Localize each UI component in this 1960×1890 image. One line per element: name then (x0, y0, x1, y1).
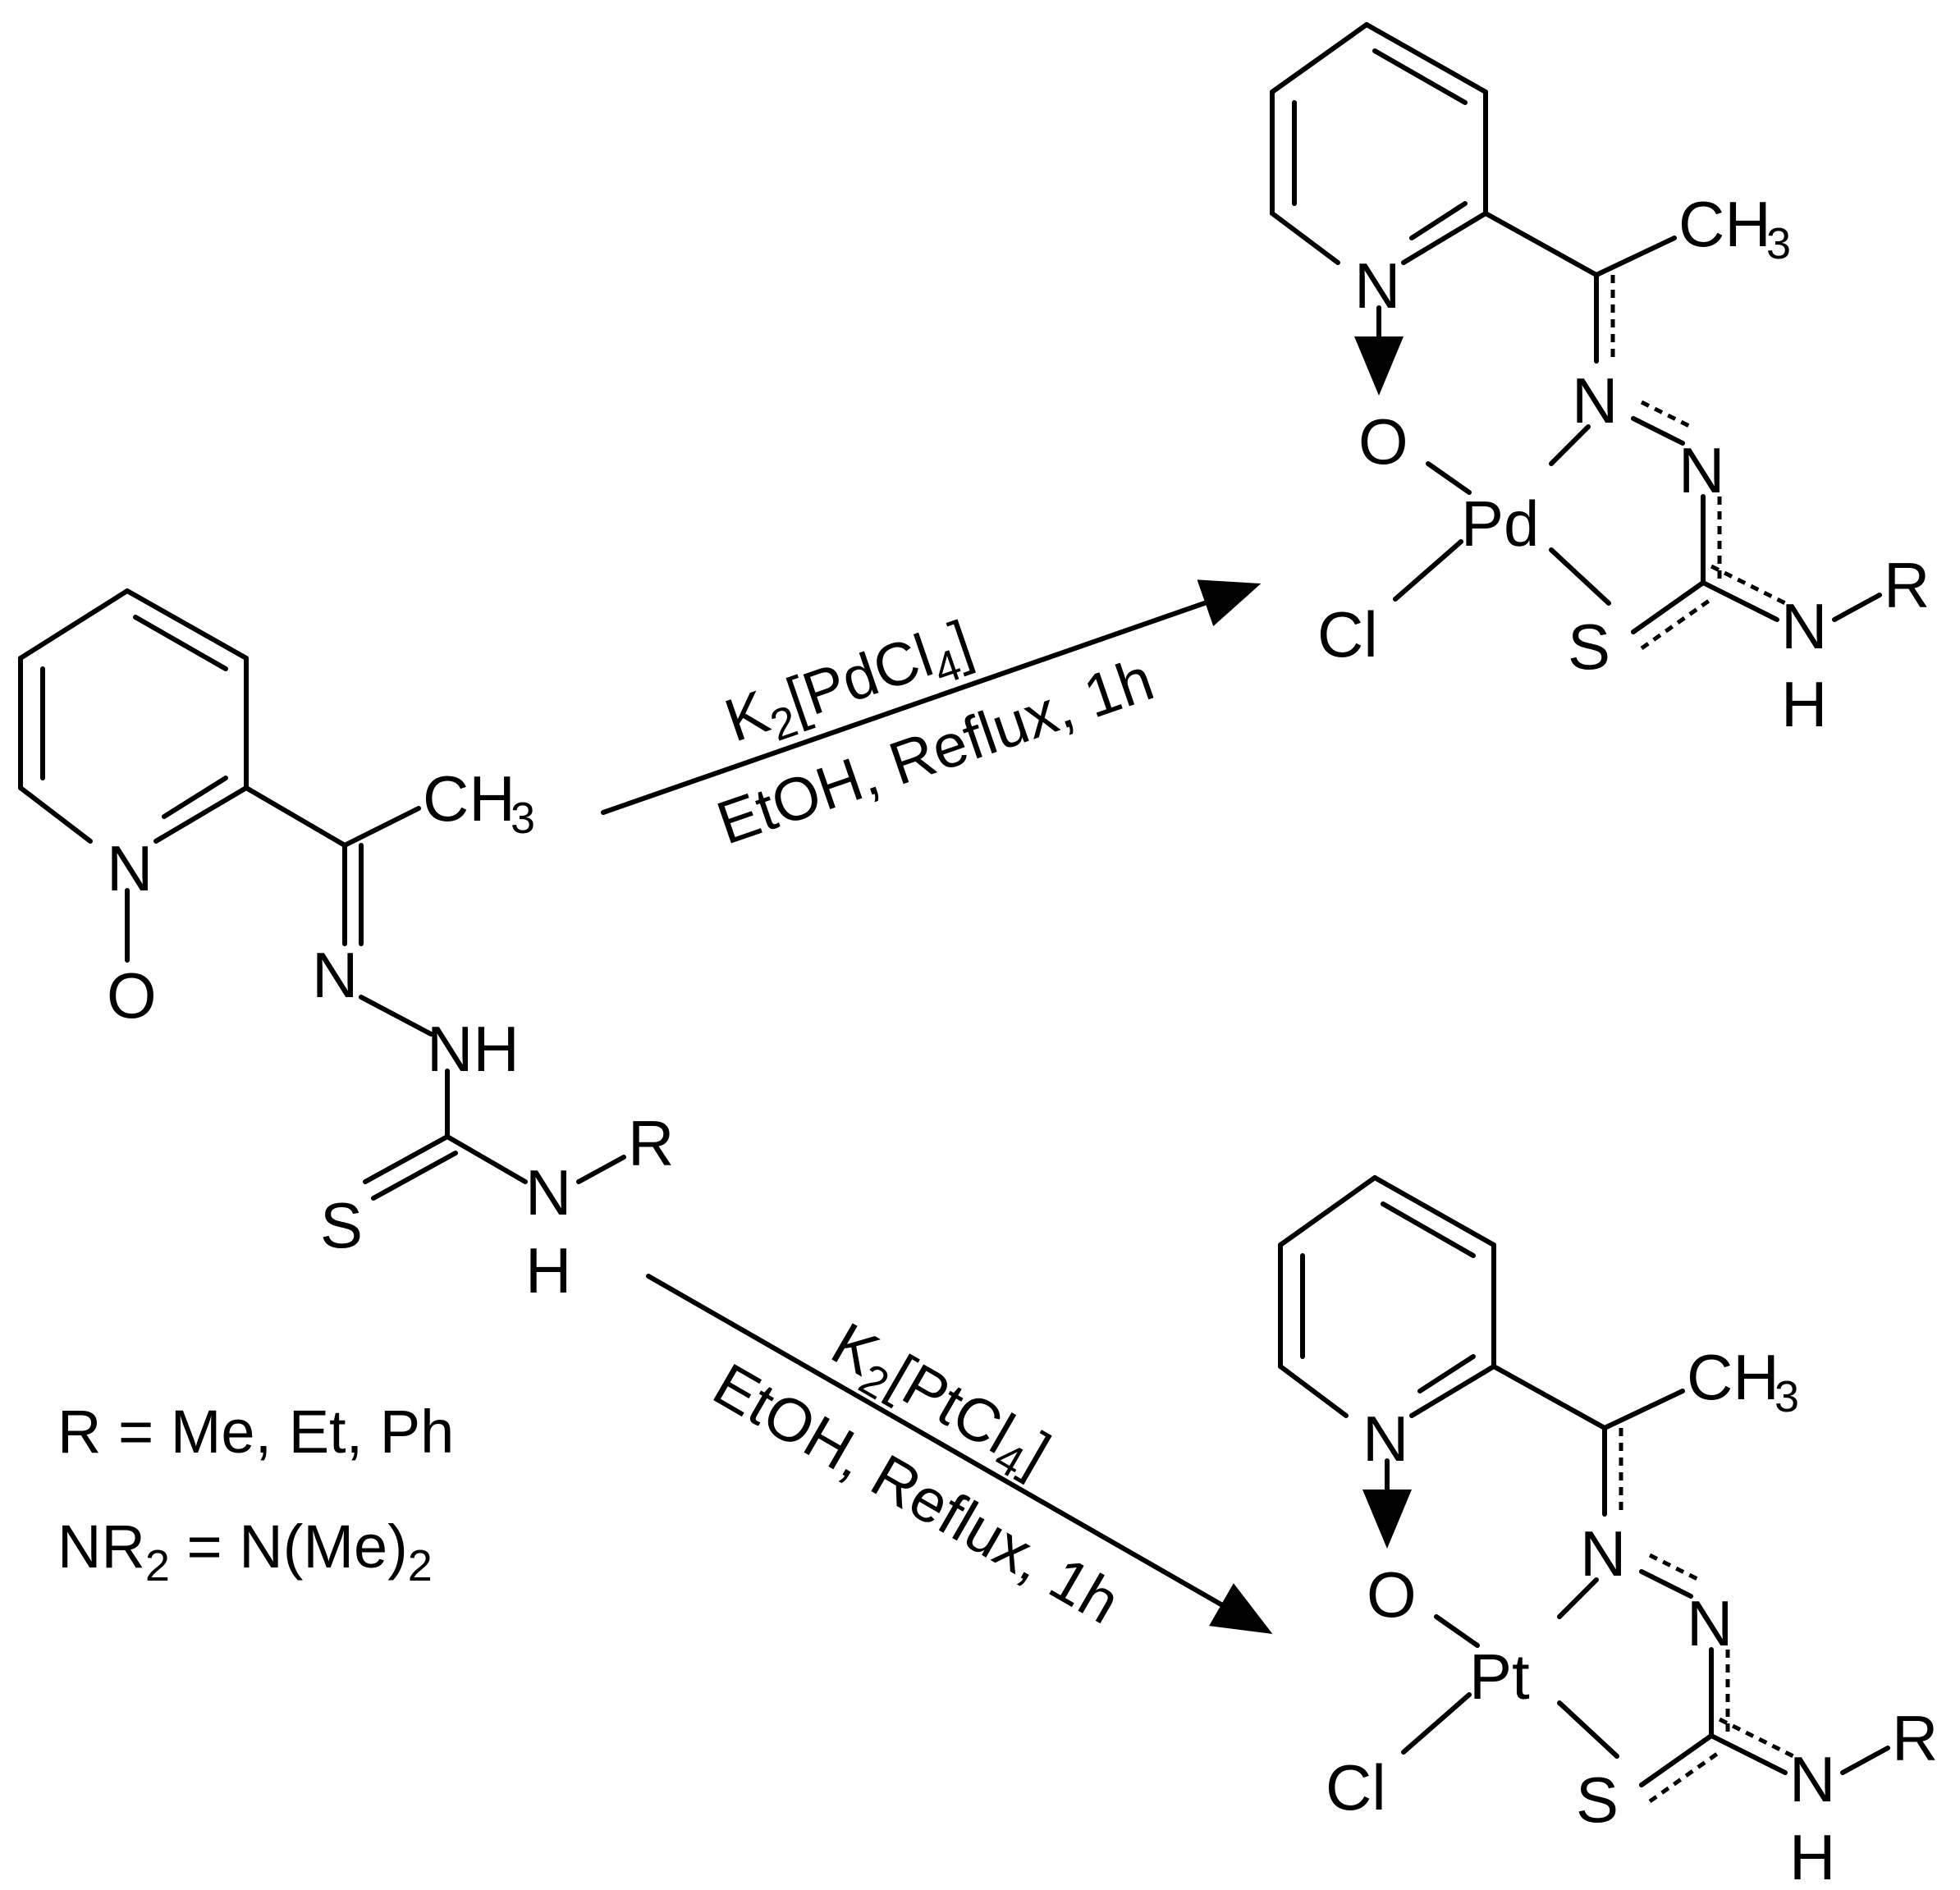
legend-line-r-groups: R = Me, Et, Ph (57, 1398, 454, 1466)
reactant-atom-s: S (320, 1189, 363, 1261)
legend-line-nr2: NR2 = N(Me)2 (57, 1512, 433, 1590)
pt-atom-n2: N (1687, 1587, 1733, 1659)
pd-atom-h: H (1781, 668, 1827, 740)
pt-metal-center: Pt (1469, 1641, 1530, 1713)
reactant-atom-r: R (628, 1107, 674, 1179)
pt-atom-o: O (1367, 1558, 1417, 1631)
product-pd-complex: N O CH 3 N N Pd Cl S N H R (1270, 22, 1930, 740)
pd-atom-cl: Cl (1317, 598, 1378, 670)
reaction-arrow-pt (646, 1274, 1273, 1634)
pt-atom-ch3: CH (1687, 1341, 1779, 1413)
reactant-atom-n-imine: N (312, 939, 358, 1011)
pt-atom-h: H (1789, 1821, 1835, 1890)
product-pt-complex: N O CH 3 N N Pt Cl S N H R (1278, 1175, 1938, 1890)
reactant-atom-n-pyridine: N (107, 832, 153, 904)
reactant-atom-ch3: CH (423, 762, 515, 835)
pt-atom-n-amine: N (1789, 1743, 1835, 1815)
pd-atom-n-amine: N (1781, 590, 1827, 662)
pd-atom-o: O (1358, 405, 1408, 478)
pd-metal-center: Pd (1461, 487, 1539, 560)
pt-atom-ch3-subscript: 3 (1775, 1372, 1799, 1421)
pd-atom-ch3-subscript: 3 (1766, 219, 1791, 268)
pt-atom-cl: Cl (1326, 1751, 1386, 1824)
substituent-legend: R = Me, Et, Ph NR2 = N(Me)2 (57, 1398, 454, 1590)
pt-atom-n-pyridine: N (1362, 1403, 1408, 1475)
reaction-arrow-pd (601, 579, 1262, 815)
reactant-pyridine-ring (18, 588, 249, 844)
pd-atom-s: S (1568, 611, 1610, 683)
reactant-atom-ch3-subscript: 3 (511, 794, 535, 843)
reactant-atom-h-amine: H (525, 1234, 571, 1307)
reactant-molecule: N O CH 3 N NH S N H R (18, 588, 674, 1307)
arrow-pt-labels: K2[PtCl4] EtOH, Reflux, 1h (703, 1309, 1131, 1636)
pt-atom-r: R (1892, 1702, 1938, 1774)
pt-atom-n1: N (1580, 1517, 1626, 1590)
reactant-atom-o: O (107, 959, 157, 1032)
arrow-pd-labels: K2[PdCl4] EtOH, Reflux, 1h (708, 607, 1161, 858)
reactant-atom-n-amine: N (525, 1156, 571, 1229)
pd-pyridine-ring (1270, 22, 1488, 265)
pd-atom-n2: N (1678, 434, 1724, 506)
pt-pyridine-ring (1278, 1175, 1496, 1418)
pd-atom-n-pyridine: N (1354, 249, 1400, 322)
pd-atom-n1: N (1572, 364, 1618, 437)
reactant-atom-nh: NH (427, 1013, 520, 1085)
pd-atom-r: R (1884, 549, 1930, 621)
pt-atom-s: S (1576, 1764, 1619, 1836)
pd-atom-ch3: CH (1678, 188, 1771, 260)
